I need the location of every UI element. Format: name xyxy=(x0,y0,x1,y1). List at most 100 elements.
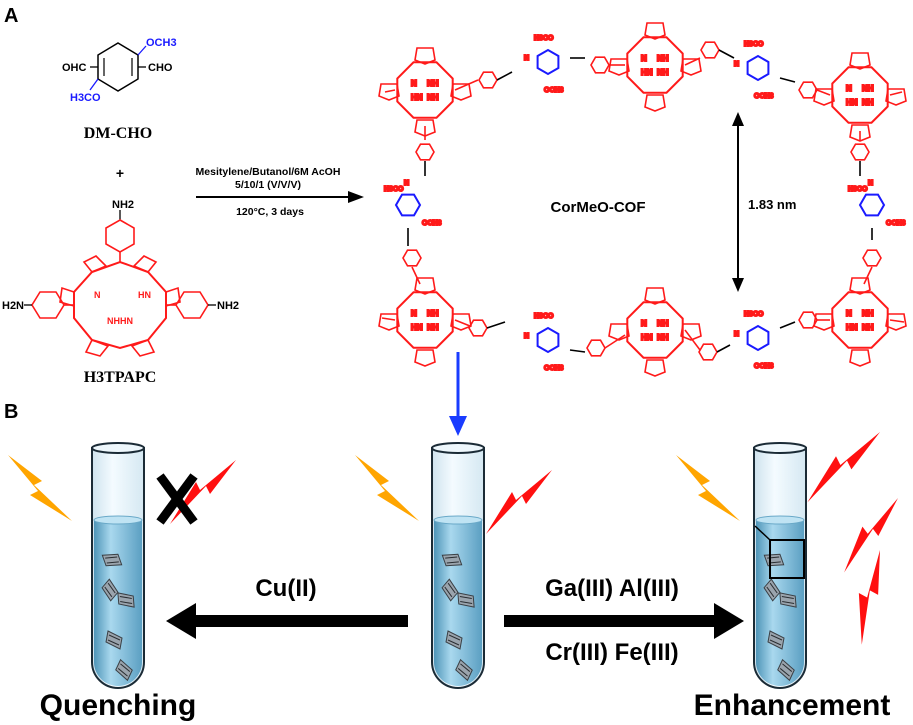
core-nh-label: NH xyxy=(657,319,669,328)
cof-linker-bottom-right: OCH3 H3CO N xyxy=(733,310,775,371)
panel-label-a: A xyxy=(4,5,18,27)
pore-size-arrow-top xyxy=(732,112,744,126)
emission-bolt-middle xyxy=(486,470,552,534)
linker-methoxy-label: OCH3 xyxy=(754,363,774,370)
core-hn-label: HN xyxy=(411,323,423,332)
cof-phenyl-7 xyxy=(850,143,870,161)
dm-cho-structure: OCH3 H3CO OHC CHO xyxy=(62,37,177,104)
excitation-bolt-right xyxy=(676,455,740,521)
emission-bolt-right-3 xyxy=(858,550,880,645)
down-arrow-head xyxy=(449,416,467,436)
cof-phenyl-9 xyxy=(468,319,488,337)
quench-cross-icon xyxy=(156,473,198,525)
enhance-arrow-head xyxy=(714,603,744,639)
core-nh-label: NH xyxy=(862,84,874,93)
cof-linker-top-left: OCH3 H3CO N xyxy=(523,34,565,95)
linker-methoxy-label: OCH3 xyxy=(544,87,564,94)
core-n-label: N xyxy=(641,319,647,328)
emission-bolt-right-2 xyxy=(844,498,898,573)
core-hn-label: HN xyxy=(411,93,423,102)
core-nh-label: NH xyxy=(657,54,669,63)
cof-linker-bottom-left: OCH3 H3CO N xyxy=(523,312,565,373)
cof-core-bottom-left: N NH HN NH xyxy=(378,277,472,367)
core-nh-label: NH xyxy=(427,309,439,318)
enhance-ions-line2: Cr(III) Fe(III) xyxy=(545,639,678,666)
cof-phenyl-6 xyxy=(402,249,422,267)
plus-sign: + xyxy=(116,165,124,181)
linker-methoxy-label: OCH3 xyxy=(544,365,564,372)
linker-imine-label: N xyxy=(524,333,529,340)
cof-core-top-right: N NH HN NH xyxy=(813,52,907,142)
core-nh-label-2: NH xyxy=(657,333,669,342)
linker-imine-label: N xyxy=(524,55,529,62)
core-hn-label: HN xyxy=(641,333,653,342)
core-nh-label: NH xyxy=(862,309,874,318)
linker-methoxy-alt-label: H3CO xyxy=(384,186,404,193)
quenching-caption: Quenching xyxy=(40,689,197,722)
linker-methoxy-label: OCH3 xyxy=(754,93,774,100)
linker-methoxy-label: OCH3 xyxy=(422,220,442,227)
core-nh-label-2: NH xyxy=(427,323,439,332)
enhance-ions-line1: Ga(III) Al(III) xyxy=(545,575,679,602)
cof-phenyl-12 xyxy=(798,311,818,329)
core-nh-label-2: NH xyxy=(427,93,439,102)
cof-phenyl-1 xyxy=(478,71,498,89)
cof-phenyl-5 xyxy=(415,143,435,161)
panel-label-b: B xyxy=(4,401,18,423)
linker-methoxy-label: OCH3 xyxy=(886,220,906,227)
amine-nh2-top: NH2 xyxy=(112,199,134,211)
linker-methoxy-alt-label: H3CO xyxy=(848,186,868,193)
test-tube-quenched xyxy=(91,442,145,689)
zoom-box xyxy=(769,539,805,579)
conditions-solvent: Mesitylene/Butanol/6M AcOH xyxy=(196,166,341,178)
cof-core-bottom-middle: N NH HN NH xyxy=(608,287,702,377)
linker-methoxy-alt-label: H3CO xyxy=(744,311,764,318)
test-tube-pristine xyxy=(431,442,485,689)
core-n-label: N xyxy=(846,84,852,93)
core-n-label: N xyxy=(411,309,417,318)
core-nh-label-2: NH xyxy=(862,98,874,107)
core-nh-label-2: NH xyxy=(657,68,669,77)
linker-imine-label: N xyxy=(868,180,873,187)
dm-cho-aldehyde-left: OHC xyxy=(62,62,87,74)
pore-size-arrow-bottom xyxy=(732,278,744,292)
amine-nh2-left: H2N xyxy=(2,300,24,312)
excitation-bolt-left xyxy=(8,455,72,521)
reaction-arrow-head xyxy=(348,191,364,203)
core-hn-label: HN xyxy=(846,98,858,107)
corrole-n-label: N xyxy=(94,290,101,300)
zoom-box-leader xyxy=(754,525,771,541)
conditions-temperature: 120°C, 3 days xyxy=(236,206,304,218)
emission-bolt-left xyxy=(170,460,236,524)
cof-phenyl-10 xyxy=(586,339,606,357)
linker-imine-label: N xyxy=(734,61,739,68)
h3tpapc-name: H3TPAPC xyxy=(84,369,157,386)
corrole-hn-label: HN xyxy=(138,290,151,300)
amine-nh2-right: NH2 xyxy=(217,300,239,312)
cof-phenyl-4 xyxy=(798,81,818,99)
linker-methoxy-alt-label: H3CO xyxy=(534,35,554,42)
cof-phenyl-2 xyxy=(590,56,610,74)
core-n-label: N xyxy=(846,309,852,318)
cof-phenyl-11 xyxy=(698,343,718,361)
dm-cho-aldehyde-right: CHO xyxy=(148,62,173,74)
quench-ion-label: Cu(II) xyxy=(255,575,316,602)
core-n-label: N xyxy=(411,79,417,88)
linker-methoxy-alt-label: H3CO xyxy=(534,313,554,320)
h3tpapc-structure: N HN NHHN NH2 H2N NH2 xyxy=(2,199,239,357)
pore-size-label: 1.83 nm xyxy=(748,197,796,212)
cof-phenyl-3 xyxy=(700,41,720,59)
linker-imine-label: N xyxy=(734,331,739,338)
test-tube-enhanced xyxy=(753,442,807,689)
dm-cho-methoxy-bottom: H3CO xyxy=(70,92,101,104)
cof-name: CorMeO-COF xyxy=(551,199,646,216)
dm-cho-name: DM-CHO xyxy=(84,125,152,142)
corrole-nhhn-label: NHHN xyxy=(107,316,133,326)
core-hn-label: HN xyxy=(641,68,653,77)
